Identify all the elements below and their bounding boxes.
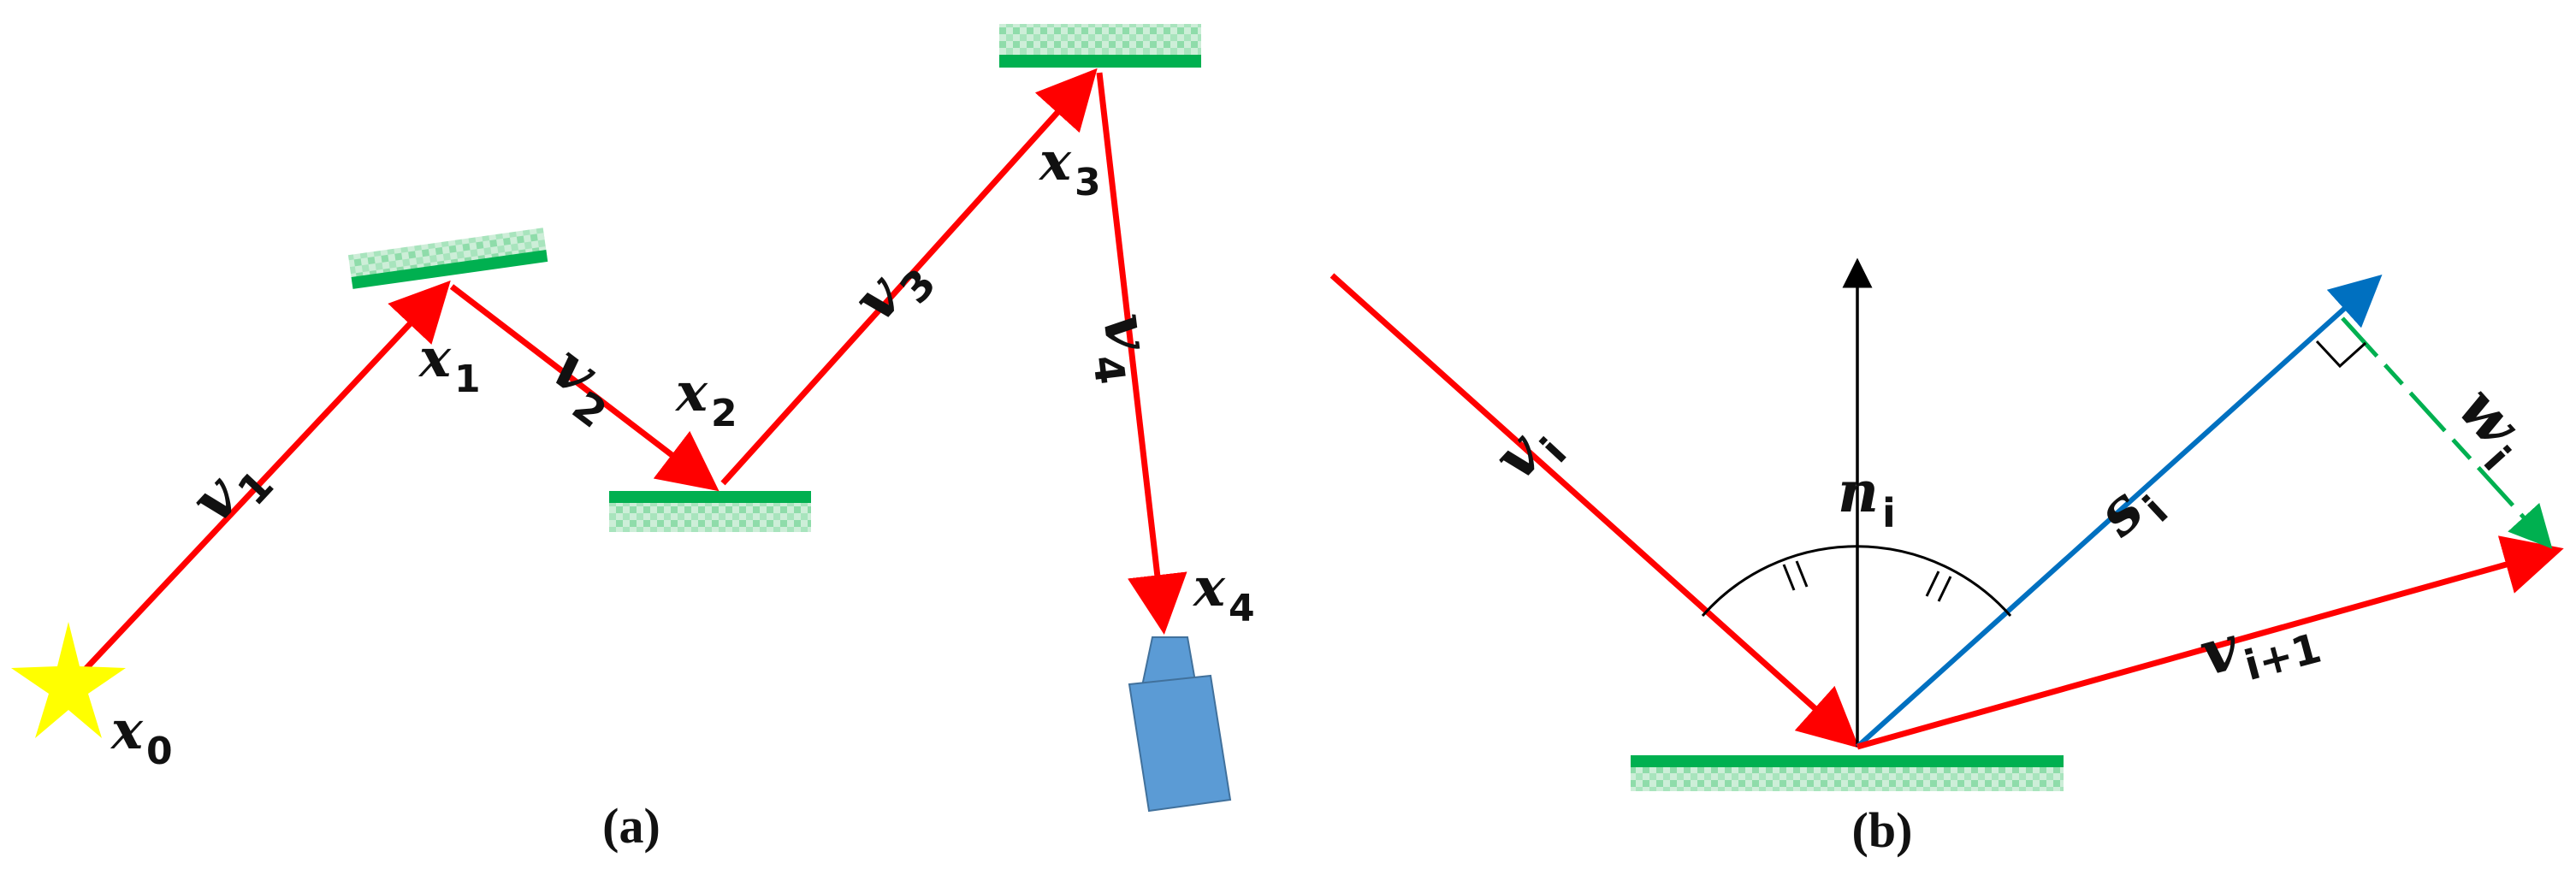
panel-a: x0 x1 x2 x3 x4 v1 v2 v3 v4 (a) [11, 24, 1255, 854]
caption-b: (b) [1852, 802, 1913, 858]
label-x3: x3 [1038, 130, 1101, 204]
specular-si [1855, 274, 2383, 749]
label-v2: v2 [532, 330, 637, 438]
angle-arc [1701, 545, 2012, 617]
label-v4: v4 [1078, 310, 1170, 387]
label-wi: wi [2437, 371, 2546, 480]
label-v1: v1 [175, 437, 283, 544]
ray-v1 [73, 280, 451, 683]
mirror-x2 [609, 491, 811, 532]
ray-vi1 [1856, 535, 2564, 750]
equal-angle-ticks [1782, 560, 1952, 602]
mirror-x3 [999, 24, 1201, 68]
label-x4: x4 [1192, 556, 1255, 630]
mirror-x1 [347, 228, 548, 289]
label-ni: ni [1838, 458, 1896, 536]
label-x0: x0 [110, 699, 173, 773]
ray-v2 [449, 284, 720, 492]
label-si: si [2082, 461, 2177, 559]
label-x2: x2 [674, 361, 737, 435]
camera-icon [1128, 636, 1232, 813]
caption-a: (a) [602, 798, 660, 854]
panel-b: vi ni si wi vi+1 (b) [1329, 257, 2564, 858]
offset-wi [2341, 316, 2553, 549]
light-source-star-icon [11, 622, 126, 738]
label-x1: x1 [417, 327, 481, 401]
reflecting-surface [1631, 755, 2064, 791]
ray-v4 [1096, 72, 1187, 635]
ray-v3 [720, 68, 1098, 486]
right-angle-mark [2315, 340, 2367, 369]
ray-vi [1329, 273, 1860, 748]
label-vi1: vi+1 [2192, 589, 2326, 701]
